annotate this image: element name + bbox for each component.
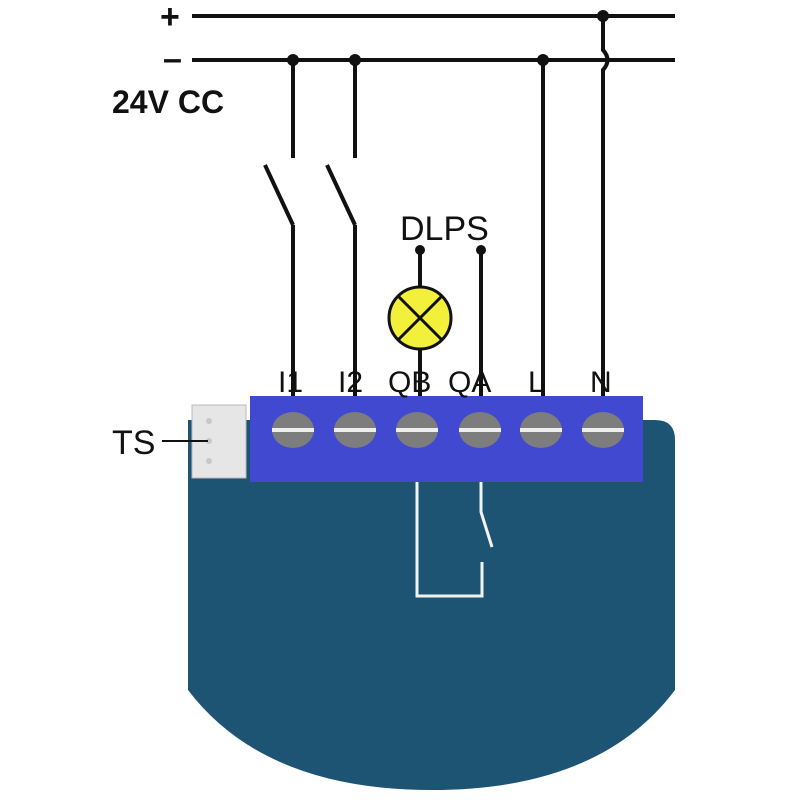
ts-label: TS	[112, 424, 155, 462]
plus-label: +	[160, 0, 180, 36]
terminal-screw-i2	[334, 412, 376, 448]
voltage-label: 24V CC	[112, 84, 224, 120]
module-body	[188, 420, 675, 790]
terminal-label-n: N	[590, 366, 612, 399]
terminal-screw-n	[582, 412, 624, 448]
terminal-label-i1: I1	[278, 366, 303, 399]
ts-connector	[191, 404, 247, 479]
terminal-label-qb: QB	[388, 366, 431, 399]
minus-label: –	[163, 40, 182, 78]
terminal-label-l: L	[528, 366, 545, 399]
terminal-label-qa: QA	[448, 366, 491, 399]
lamp-label: DLPS	[400, 210, 489, 248]
terminal-screw-i1	[272, 412, 314, 448]
terminal-block	[250, 396, 643, 482]
lamp-icon	[387, 285, 453, 351]
terminal-screw-qa	[459, 412, 501, 448]
supply-rails	[192, 14, 675, 396]
terminal-screw-l	[520, 412, 562, 448]
terminal-label-i2: I2	[338, 366, 363, 399]
terminal-screw-qb	[396, 412, 438, 448]
